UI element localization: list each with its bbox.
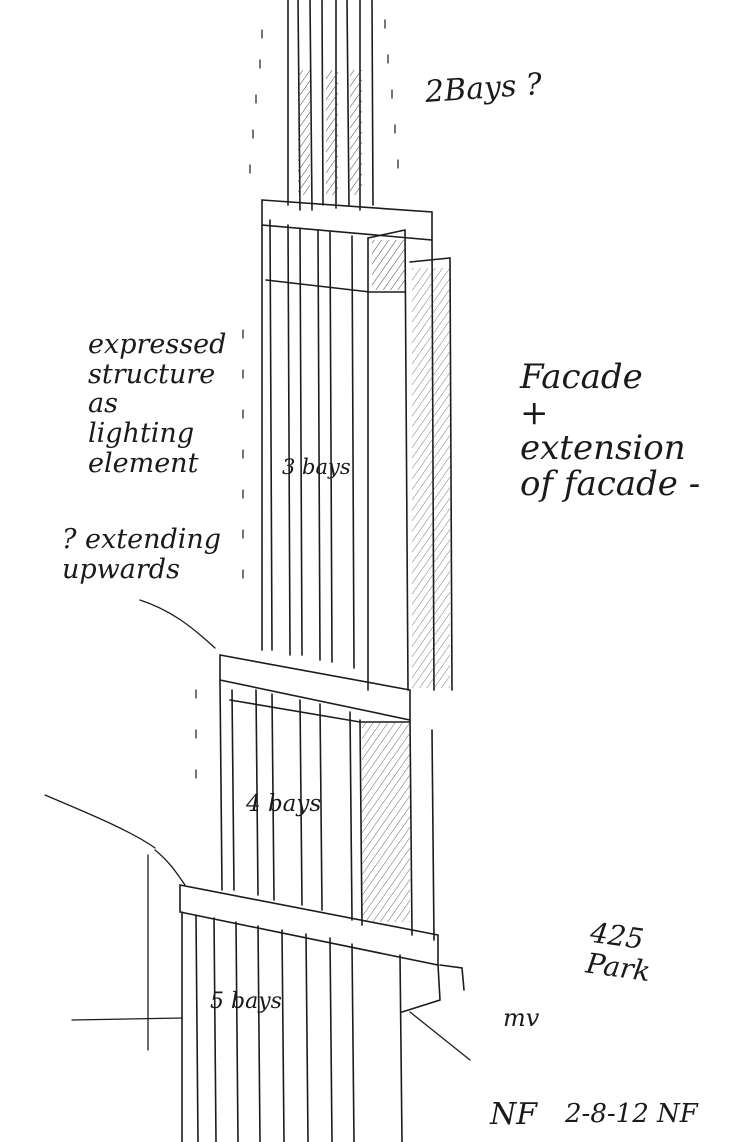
lower-block <box>179 884 465 1142</box>
five-bays-label: 5 bays <box>210 989 282 1014</box>
upper-block <box>242 199 453 691</box>
expressed-structure-note: expressed structure as lighting element <box>88 329 227 479</box>
park-address-note: 425 Park <box>584 915 653 988</box>
extending-upwards-note: ? extending upwards <box>62 524 222 585</box>
date-signature: 2-8-12 NF <box>565 1099 698 1129</box>
nf-initials: NF <box>490 1097 538 1132</box>
two-bays-note: 2Bays ? <box>423 66 544 111</box>
middle-block <box>195 654 435 941</box>
spire <box>249 0 399 211</box>
mv-note: mv <box>503 1004 540 1032</box>
facade-note: Facade + extension of facade - <box>520 357 701 505</box>
context-lines <box>44 599 471 1061</box>
four-bays-label: 4 bays <box>246 791 322 817</box>
three-bays-label: 3 bays <box>282 455 351 479</box>
